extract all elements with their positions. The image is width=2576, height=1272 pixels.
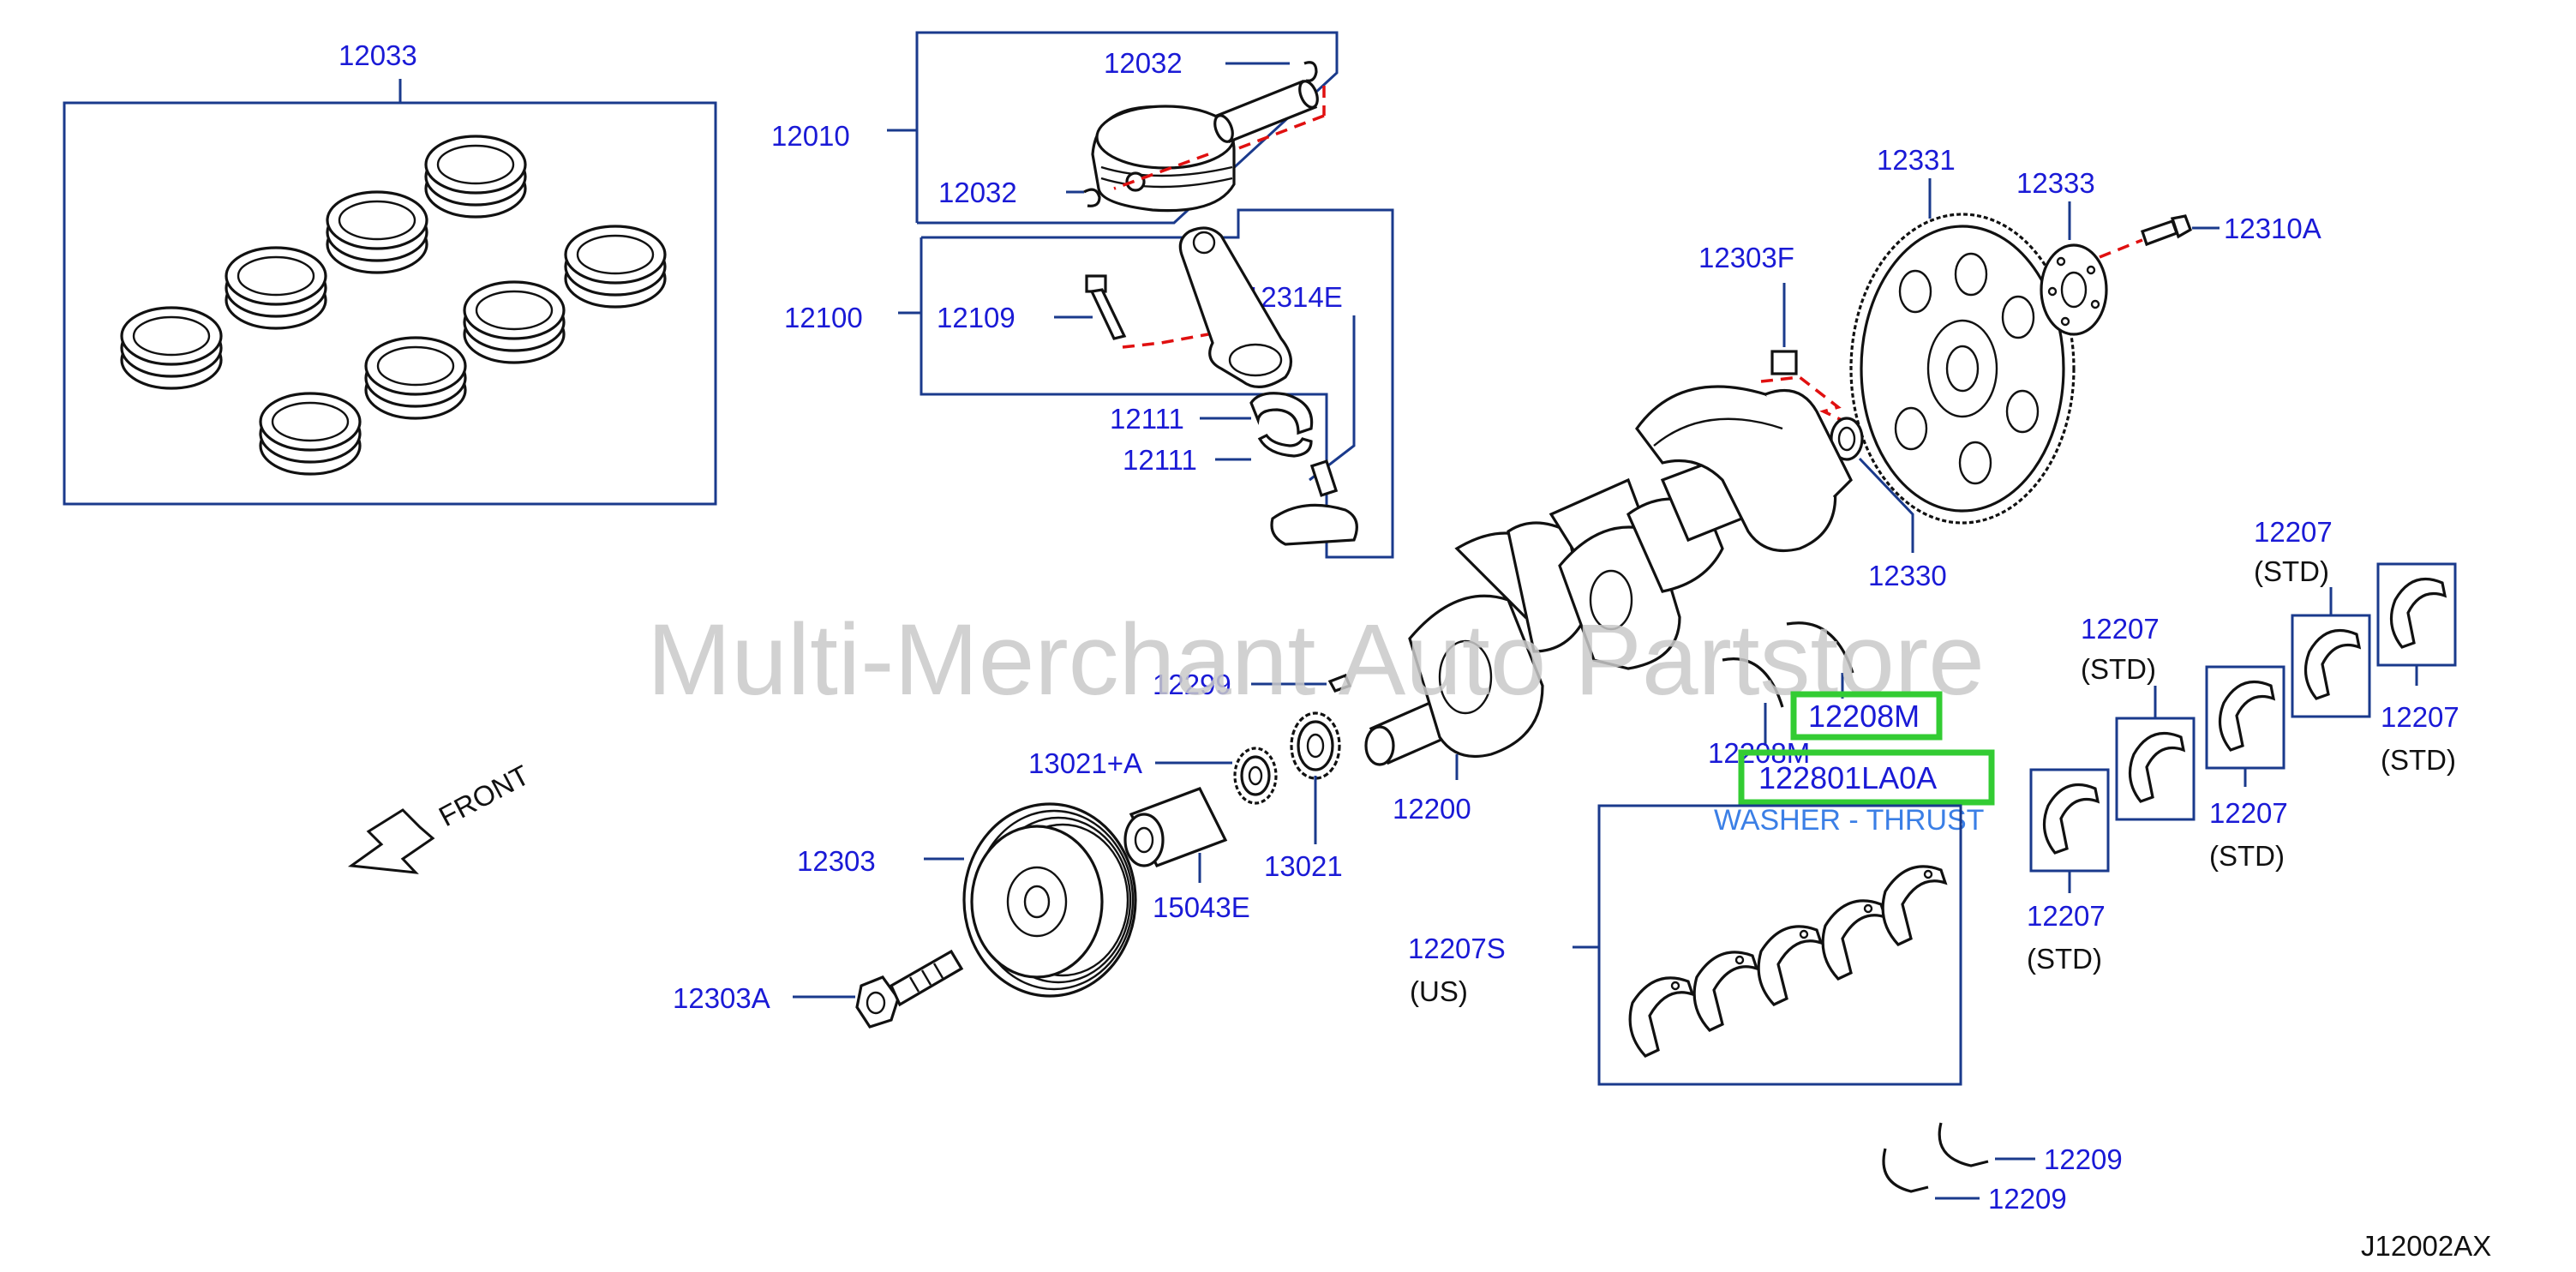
label-12100[interactable]: 12100 xyxy=(784,302,863,333)
label-12303[interactable]: 12303 xyxy=(797,845,876,877)
bearing-2-number[interactable]: 12207 xyxy=(2081,613,2160,645)
pin-dash-2 xyxy=(1233,114,1325,152)
watermark: Multi-Merchant Auto Partstore xyxy=(647,603,1985,717)
label-12310a[interactable]: 12310A xyxy=(2224,213,2321,244)
main-bearing-box xyxy=(1597,804,1962,1086)
bearing-1-std: (STD) xyxy=(2027,943,2102,975)
main-bearing-shells-icon xyxy=(1628,865,1948,1058)
flywheel-bolt-icon xyxy=(2140,214,2192,247)
dowel-pin-icon xyxy=(1309,459,1339,497)
bearing-shell-icon-2 xyxy=(2128,731,2186,803)
piston-icon xyxy=(1091,105,1236,213)
piston-group: 12010 12032 12032 xyxy=(771,31,1339,225)
label-122801la0a[interactable]: 122801LA0A xyxy=(1758,760,1937,795)
conrod-box xyxy=(920,208,1394,559)
piston-ring-box xyxy=(63,101,717,506)
bushing-dash xyxy=(1760,375,1860,430)
bearing-std-4: 12207 (STD) xyxy=(2254,516,2371,718)
conrod-bolt-icon xyxy=(1085,274,1127,340)
label-12111-a[interactable]: 12111 xyxy=(1110,403,1184,435)
woodruff-key-icon xyxy=(1327,673,1352,693)
rod-bearing-upper-icon xyxy=(1249,392,1314,435)
connecting-rod-group: 12100 12109 12314E 12111 12111 xyxy=(784,208,1394,559)
bearing-1-number[interactable]: 12207 xyxy=(2027,900,2106,932)
label-13021a[interactable]: 13021+A xyxy=(1028,747,1142,779)
bearing-std-2: 12207 (STD) xyxy=(2081,613,2196,821)
piston-box xyxy=(915,31,1339,225)
reinforcement-plate-icon xyxy=(2040,243,2108,336)
spacer-icon xyxy=(1123,786,1228,868)
thrust-washer-left-icon xyxy=(1722,657,1784,708)
front-label: FRONT xyxy=(434,759,535,832)
label-12209-b[interactable]: 12209 xyxy=(1988,1183,2067,1215)
bearing-3-number[interactable]: 12207 xyxy=(2209,797,2288,829)
bearing-shell-icon-5 xyxy=(2389,577,2447,649)
bearing-std-3: 12207 (STD) xyxy=(2205,665,2288,872)
bearing-4-std: (STD) xyxy=(2254,555,2329,587)
label-12207s[interactable]: 12207S xyxy=(1408,933,1506,964)
pin-dash-3 xyxy=(1113,153,1209,190)
bearing-shell-icon-4 xyxy=(2303,628,2362,700)
label-12033[interactable]: 12033 xyxy=(338,39,417,71)
leader-12330 xyxy=(1858,457,1914,553)
pulley-bolt-icon xyxy=(855,949,964,1029)
bearing-3-std: (STD) xyxy=(2209,840,2285,872)
highlight-122801la0a[interactable]: 122801LA0A xyxy=(1738,749,1995,806)
label-12303f[interactable]: 12303F xyxy=(1698,242,1794,273)
rod-bearing-mid-icon xyxy=(1257,433,1313,458)
oil-pump-sprocket-icon xyxy=(1233,747,1278,805)
leader-12314e xyxy=(1309,315,1356,482)
flywheel-icon xyxy=(1849,213,2076,525)
bearing-5-std: (STD) xyxy=(2381,744,2456,776)
label-12032-top[interactable]: 12032 xyxy=(1104,47,1183,79)
bolt-dash xyxy=(1122,333,1209,349)
bearing-4-number[interactable]: 12207 xyxy=(2254,516,2333,548)
label-12032-bottom[interactable]: 12032 xyxy=(938,177,1017,208)
snap-ring-top-icon xyxy=(1303,61,1318,82)
crank-pulley-icon xyxy=(962,802,1137,998)
connecting-rod-icon xyxy=(1178,226,1292,388)
thrust-washer-lower-b-icon xyxy=(1938,1122,1989,1167)
thrust-washer-right-icon xyxy=(1786,621,1854,674)
label-12200[interactable]: 12200 xyxy=(1393,793,1471,825)
main-bearing-set-group: 12207S (US) xyxy=(1408,804,1962,1086)
thrust-washer-lower-a-icon xyxy=(1882,1148,1929,1193)
bearing-shell-icon-3 xyxy=(2218,680,2276,752)
flywheel-group: 12331 12333 12310A 12303F xyxy=(1698,144,2321,591)
label-12331[interactable]: 12331 xyxy=(1877,144,1956,176)
label-12207s-us: (US) xyxy=(1410,975,1468,1007)
crank-sprocket-icon xyxy=(1290,711,1341,780)
bearing-std-1: 12207 (STD) xyxy=(2027,768,2110,975)
label-12208m-highlight[interactable]: 12208M xyxy=(1808,699,1920,734)
piston-pin-icon xyxy=(1213,79,1319,144)
crankshaft-icon xyxy=(1364,385,1853,766)
label-12330[interactable]: 12330 xyxy=(1868,560,1947,591)
label-12303a[interactable]: 12303A xyxy=(673,982,770,1014)
rod-cap-icon xyxy=(1270,503,1358,546)
bearing-std-5: 12207 (STD) xyxy=(2376,562,2459,776)
label-12299[interactable]: 12299 xyxy=(1153,669,1231,700)
label-12333[interactable]: 12333 xyxy=(2016,167,2095,199)
pilot-bushing-icon xyxy=(1770,350,1798,375)
label-13021[interactable]: 13021 xyxy=(1264,850,1343,882)
label-12010[interactable]: 12010 xyxy=(771,120,850,152)
bearing-2-std: (STD) xyxy=(2081,653,2156,685)
part-description: WASHER - THRUST xyxy=(1714,804,1984,837)
diagram-code: J12002AX xyxy=(2361,1230,2491,1262)
label-12209-a[interactable]: 12209 xyxy=(2044,1143,2123,1175)
label-12109[interactable]: 12109 xyxy=(937,302,1015,333)
highlight-12208m[interactable]: 12208M xyxy=(1790,691,1943,741)
bearing-shell-icon-1 xyxy=(2042,783,2100,855)
label-15043e[interactable]: 15043E xyxy=(1153,891,1250,923)
front-arrow-icon xyxy=(347,808,435,874)
label-12111-b[interactable]: 12111 xyxy=(1123,444,1197,476)
flywheel-bolt-dash xyxy=(2099,238,2143,259)
snap-ring-bottom-icon xyxy=(1083,188,1101,207)
piston-ring-set-group: 12033 xyxy=(63,39,717,506)
piston-rings-icon xyxy=(120,135,667,476)
bearing-5-number[interactable]: 12207 xyxy=(2381,701,2459,733)
